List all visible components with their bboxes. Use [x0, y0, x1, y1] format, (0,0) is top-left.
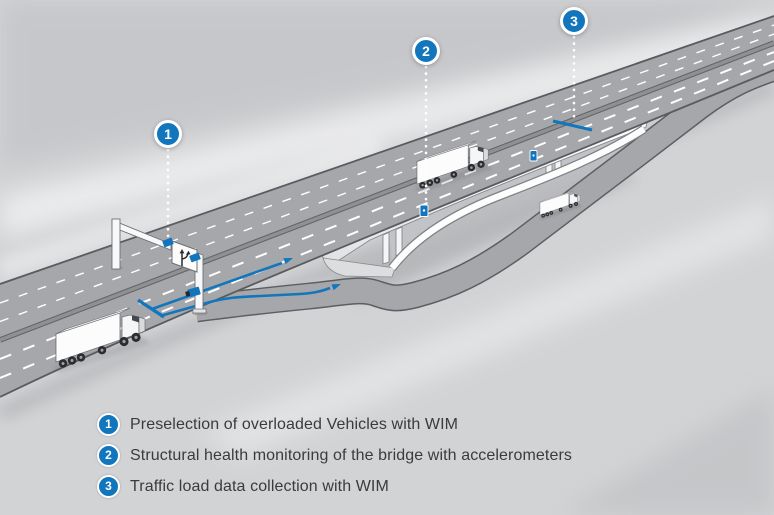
legend-item-preselection: 1 Preselection of overloaded Vehicles wi…: [97, 413, 572, 436]
roadside-sensor-camera: [185, 286, 201, 298]
sign-gantry: [111, 218, 208, 316]
accelerometer-sensors: [419, 150, 538, 217]
marker-leader-lines: [166, 35, 576, 240]
wim-sensor-strip-traffic-load: [552, 119, 593, 132]
vehicle-route-lines: [151, 261, 331, 318]
route-arrowheads: [283, 258, 341, 291]
marker-2: 2: [412, 37, 440, 65]
legend-badge-2: 2: [97, 444, 120, 467]
legend-label-2: Structural health monitoring of the brid…: [130, 446, 572, 464]
legend-label-3: Traffic load data collection with WIM: [130, 477, 389, 495]
median-strip: [0, 40, 774, 343]
legend: 1 Preselection of overloaded Vehicles wi…: [97, 413, 572, 506]
legend-item-structural-health: 2 Structural health monitoring of the br…: [97, 444, 572, 467]
wim-sensor-strip-preselection: [137, 298, 165, 319]
exit-road: [194, 55, 774, 323]
gantry-clamps: [162, 237, 201, 263]
legend-label-1: Preselection of overloaded Vehicles with…: [130, 415, 459, 433]
legend-item-traffic-load: 3 Traffic load data collection with WIM: [97, 475, 572, 498]
bridge-abutment: [322, 257, 396, 278]
accelerometer-icon: [419, 204, 429, 217]
legend-badge-3: 3: [97, 475, 120, 498]
legend-badge-1: 1: [97, 413, 120, 436]
bridge-opening: [390, 118, 648, 268]
accelerometer-icon: [529, 150, 538, 162]
lane-markings: [0, 24, 774, 379]
lane-split-sign: [171, 240, 198, 273]
marker-1: 1: [154, 120, 182, 148]
marker-3: 3: [560, 7, 588, 35]
